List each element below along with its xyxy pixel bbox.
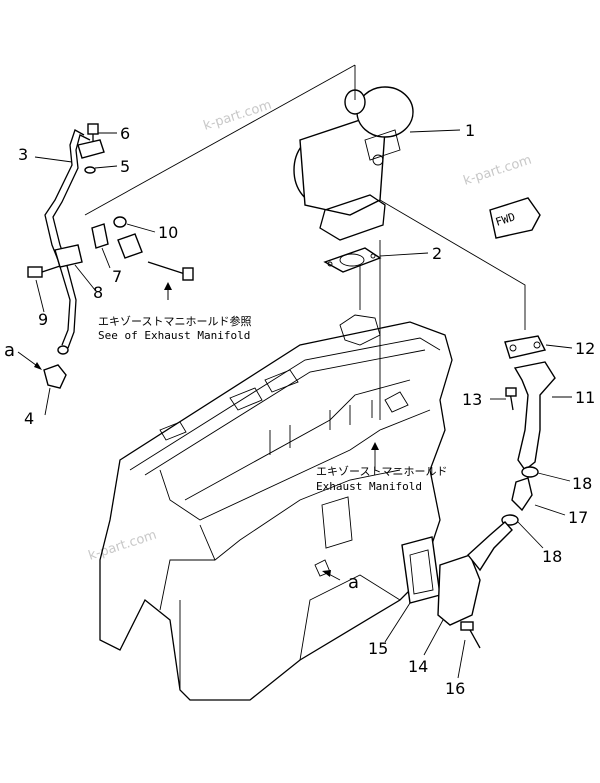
callout-17: 17 (568, 508, 588, 527)
ref-arrow (164, 282, 172, 300)
callout-10: 10 (158, 223, 178, 242)
connector (43, 364, 67, 389)
callout-6: 6 (120, 124, 130, 143)
callout-7: 7 (112, 267, 122, 286)
ref-arrow (17, 351, 42, 370)
oil-pipe (44, 129, 91, 355)
watermark: k-part.com (87, 528, 159, 564)
ref-letter-a: a (348, 572, 359, 593)
callout-18: 18 (542, 547, 562, 566)
washer (113, 216, 127, 228)
callout-18: 18 (572, 474, 592, 493)
note-exhaust-en: Exhaust Manifold (316, 480, 422, 493)
o-ring (84, 166, 96, 174)
ref-letter-a: a (4, 340, 15, 361)
callout-15: 15 (368, 639, 388, 658)
callout-2: 2 (432, 244, 442, 263)
callout-13: 13 (462, 390, 482, 409)
note-see-exhaust-en: See of Exhaust Manifold (98, 329, 250, 342)
hose-clamp (521, 466, 539, 478)
callout-1: 1 (465, 121, 475, 140)
bolt-13 (505, 387, 517, 411)
callout-12: 12 (575, 339, 595, 358)
gasket (323, 247, 382, 273)
bolt-6 (77, 123, 105, 159)
clamp (54, 244, 83, 268)
watermark: k-part.com (462, 153, 534, 189)
fwd-arrow-icon: FWD (489, 197, 541, 239)
callout-3: 3 (18, 145, 28, 164)
turbocharger (293, 86, 414, 241)
leader-line (379, 199, 526, 330)
drain-tube (513, 361, 556, 472)
bolt-9 (27, 265, 61, 278)
long-bolt (147, 261, 194, 281)
note-see-exhaust-jp: エキゾーストマニホールド参照 (98, 314, 251, 328)
gasket-12 (504, 335, 547, 359)
callout-5: 5 (120, 157, 130, 176)
spacer (91, 223, 143, 259)
note-exhaust-jp: エキゾーストマニホールド (316, 465, 447, 478)
callout-4: 4 (24, 409, 34, 428)
callout-16: 16 (445, 679, 465, 698)
ref-arrow (371, 442, 379, 470)
bolt-16 (460, 621, 481, 649)
callout-14: 14 (408, 657, 428, 676)
leader-line (84, 64, 356, 216)
fwd-label: FWD (494, 210, 517, 229)
callout-9: 9 (38, 310, 48, 329)
engine-block (99, 314, 453, 701)
callout-11: 11 (575, 388, 595, 407)
elbow (437, 521, 513, 626)
ref-arrow (322, 570, 341, 581)
hose (511, 477, 533, 512)
callout-8: 8 (93, 283, 103, 302)
